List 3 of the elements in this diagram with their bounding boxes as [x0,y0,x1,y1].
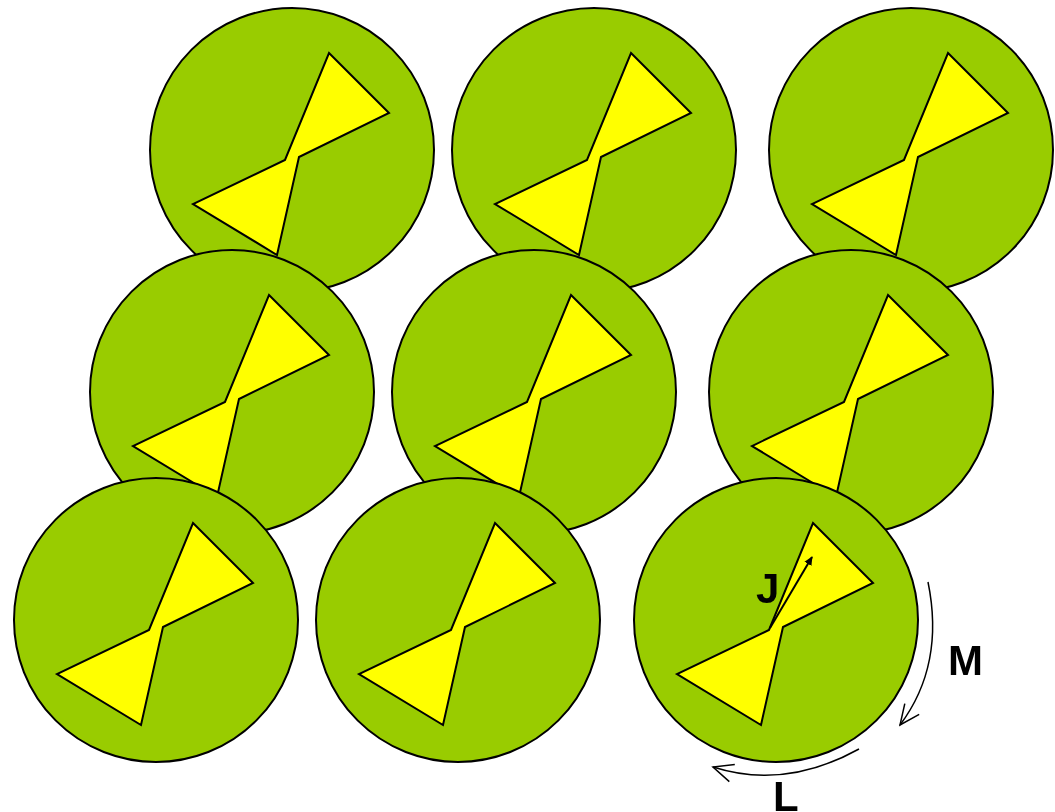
symbol-label: M [948,640,983,682]
symbol-label: J [756,568,780,610]
symbol-label: L [773,776,799,812]
